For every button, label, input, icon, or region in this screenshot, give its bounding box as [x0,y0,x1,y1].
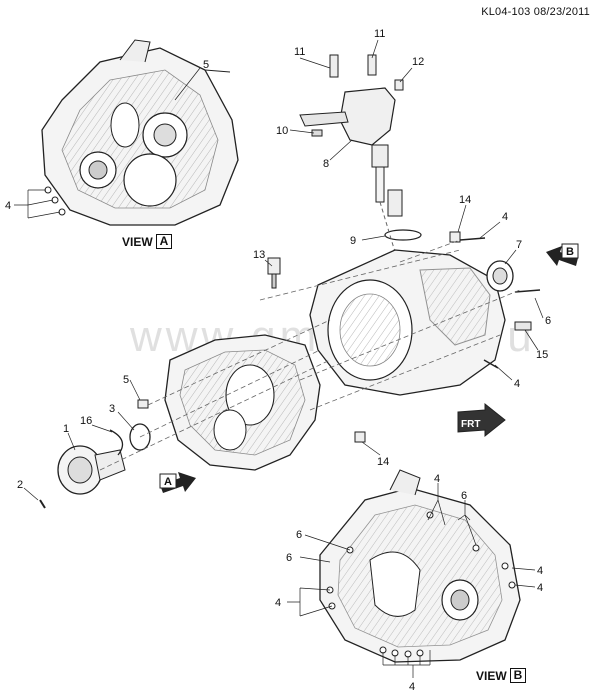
view-b-letter: B [509,668,527,683]
callout-2: 2 [17,479,23,491]
callout-4: 4 [537,565,543,577]
callout-4: 4 [537,582,543,594]
callout-15: 15 [536,349,548,361]
callout-9: 9 [350,235,356,247]
callout-11: 11 [294,46,305,58]
callout-6: 6 [545,315,551,327]
callout-12: 12 [412,56,424,68]
callout-14: 14 [377,456,389,468]
direction-arrow-a: A [159,472,196,493]
leader-lines [14,39,544,678]
direction-arrow-b: B [546,243,579,266]
callout-7: 7 [516,239,522,251]
callout-4: 4 [502,211,508,223]
arrow-a-letter: A [164,476,172,488]
callout-10: 10 [276,125,288,137]
callout-5: 5 [203,59,209,71]
callout-11: 11 [374,28,385,40]
view-a-label: VIEW A [122,234,173,249]
callout-16: 16 [80,415,92,427]
document-id: KL04-103 08/23/2011 [481,6,590,18]
callout-4: 4 [409,681,415,693]
front-direction-badge: FRT [457,402,506,438]
arrow-b-letter: B [566,246,574,258]
callout-6: 6 [286,552,292,564]
view-a-letter: A [155,234,173,249]
callout-5: 5 [123,374,129,386]
callout-8: 8 [323,158,329,170]
callouts: 5 4 11 11 12 10 8 14 4 9 7 13 6 15 5 4 3… [5,28,551,693]
callout-1: 1 [63,423,69,435]
view-a-housing [41,39,239,226]
callout-13: 13 [253,249,265,261]
callout-6: 6 [461,490,467,502]
clutch-housing [164,257,321,471]
view-b-prefix: VIEW [476,668,507,683]
transmission-case [309,231,541,443]
release-bearing [39,399,151,509]
view-a-prefix: VIEW [122,234,153,249]
shift-tower [299,54,422,263]
callout-4: 4 [5,200,11,212]
front-label: FRT [461,419,480,430]
callout-6: 6 [296,529,302,541]
callout-4: 4 [275,597,281,609]
view-b-label: VIEW B [476,668,527,683]
callout-4: 4 [514,378,520,390]
callout-14: 14 [459,194,471,206]
view-b-housing [319,469,521,663]
assembly-lines [99,239,521,471]
callout-3: 3 [109,403,115,415]
callout-4: 4 [434,473,440,485]
